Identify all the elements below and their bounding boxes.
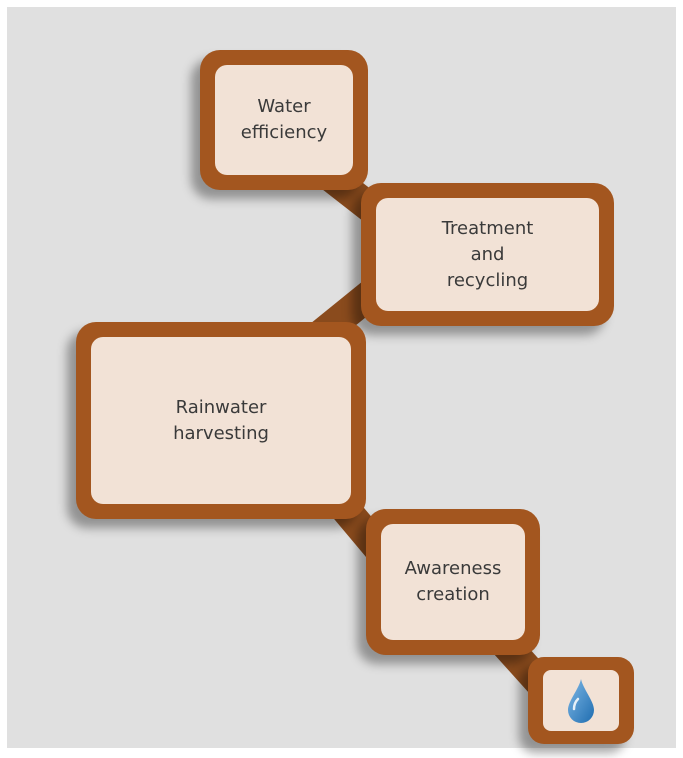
step-rainwater-harvesting-inner: Rainwater harvesting [91, 337, 351, 504]
step-water-efficiency: Water efficiency [200, 50, 368, 190]
step-rainwater-harvesting-label: Rainwater harvesting [173, 396, 269, 444]
step-water-efficiency-label: Water efficiency [240, 96, 328, 143]
end-drop-inner [543, 670, 619, 731]
step-treatment-and-recycling-inner: Treatment and recycling [376, 198, 599, 311]
step-awareness-creation: Awareness creation [366, 509, 540, 655]
step-awareness-creation-inner: Awareness creation [381, 524, 525, 640]
step-rainwater-harvesting: Rainwater harvesting [76, 322, 366, 519]
step-awareness-creation-label: Awareness creation [404, 558, 502, 605]
step-treatment-and-recycling: Treatment and recycling [361, 183, 614, 326]
step-water-efficiency-inner: Water efficiency [215, 65, 353, 175]
end-drop-box [528, 657, 634, 744]
water-drop-icon [568, 678, 594, 723]
step-treatment-and-recycling-label: Treatment and recycling [441, 217, 534, 291]
